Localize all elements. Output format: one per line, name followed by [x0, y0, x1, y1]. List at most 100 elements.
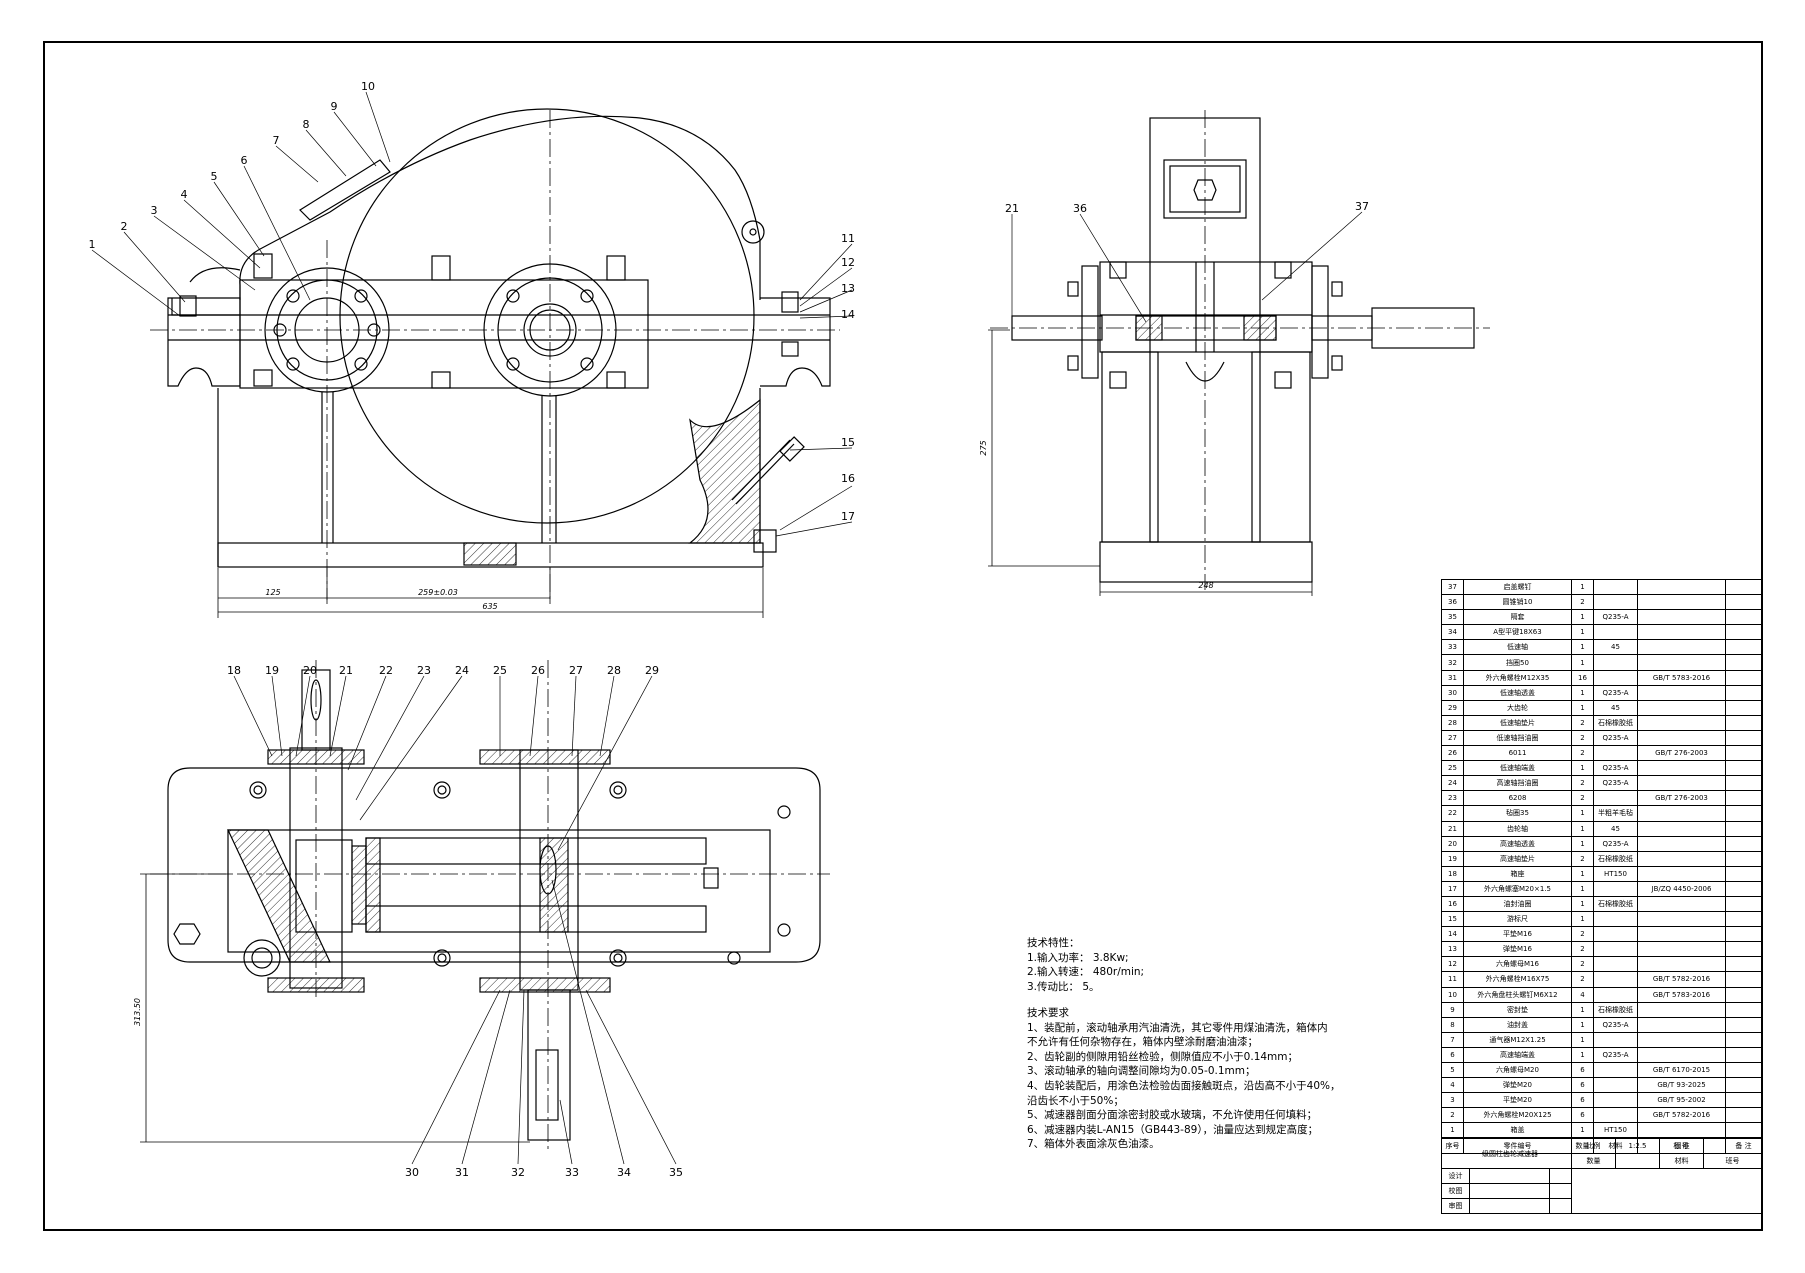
bom-remark: [1725, 956, 1762, 973]
bom-standard: GB/T 276-2003: [1637, 745, 1726, 762]
bom-standard: [1637, 775, 1726, 792]
plan-view-dimensions: [140, 873, 530, 1143]
bom-name: 六角螺母M16: [1463, 956, 1572, 973]
dim-248: 248: [1198, 581, 1213, 590]
drawing-no-label: 图号: [1659, 1138, 1705, 1154]
front-view-leaders: [91, 91, 853, 537]
bom-remark: [1725, 745, 1762, 762]
bom-qty: 6: [1571, 1092, 1594, 1109]
bom-no: 30: [1441, 684, 1464, 701]
bom-name: 弹垫M20: [1463, 1077, 1572, 1094]
drawing-no-value: [1703, 1138, 1763, 1154]
bom-material: [1593, 1031, 1638, 1048]
bom-standard: [1637, 714, 1726, 731]
bom-qty: 2: [1571, 745, 1594, 762]
bom-remark: [1725, 1046, 1762, 1064]
bom-name: 低速轴垫片: [1463, 714, 1572, 731]
bom-qty: 1: [1571, 699, 1594, 716]
bom-standard: GB/T 5782-2016: [1637, 1107, 1726, 1124]
bom-material: HT150: [1593, 1122, 1638, 1139]
dim-259: 259±0.03: [418, 588, 458, 597]
bom-standard: [1637, 1122, 1726, 1139]
bom-name: 油封油圈: [1463, 895, 1572, 913]
bom-no: 9: [1441, 1001, 1464, 1018]
bom-qty: 6: [1571, 1061, 1594, 1079]
bom-no: 2: [1441, 1107, 1464, 1124]
balloon-14: 14: [841, 308, 855, 321]
balloon-29: 29: [645, 664, 659, 677]
dim-275: 275: [979, 440, 988, 455]
bom-standard: [1637, 729, 1726, 747]
bom-no: 28: [1441, 714, 1464, 731]
bom-remark: [1725, 820, 1762, 837]
balloon-20: 20: [303, 664, 317, 677]
balloon-13: 13: [841, 282, 855, 295]
bom-remark: [1725, 1031, 1762, 1048]
bom-remark: [1725, 609, 1762, 626]
title-block: 一级圆柱齿轮减速器 比例 1:2.5 图号 数量 材料 班号 设计 校图 审图: [1440, 1138, 1763, 1214]
balloon-1: 1: [89, 238, 96, 251]
bom-remark: [1725, 1107, 1762, 1124]
dim-125: 125: [265, 588, 280, 597]
bom-remark: [1725, 624, 1762, 641]
bom-standard: [1637, 941, 1726, 958]
bom-standard: [1637, 1046, 1726, 1064]
tech-requirement-line: 7、箱体外表面涂灰色油漆。: [1027, 1138, 1160, 1151]
bom-remark: [1725, 729, 1762, 747]
balloon-18: 18: [227, 664, 241, 677]
bom-qty: 2: [1571, 594, 1594, 611]
balloon-11: 11: [841, 232, 855, 245]
balloon-17: 17: [841, 510, 855, 523]
bom-qty: 1: [1571, 639, 1594, 656]
bom-remark: [1725, 986, 1762, 1003]
bom-qty: 1: [1571, 578, 1594, 596]
bom-qty: 1: [1571, 805, 1594, 822]
bom-no: 18: [1441, 865, 1464, 882]
balloon-side-21: 21: [1005, 202, 1019, 215]
balloon-31: 31: [455, 1166, 469, 1179]
balloon-27: 27: [569, 664, 583, 677]
scale-label: 比例: [1571, 1138, 1617, 1154]
bom-standard: [1637, 578, 1726, 596]
balloon-33: 33: [565, 1166, 579, 1179]
bom-material: [1593, 880, 1638, 897]
bom-material: 45: [1593, 639, 1638, 656]
tech-requirement-line: 6、减速器内装L-AN15（GB443-89），油量应达到规定高度；: [1027, 1123, 1319, 1136]
bom-no: 1: [1441, 1122, 1464, 1139]
bom-standard: GB/T 5783-2016: [1637, 986, 1726, 1003]
bom-no: 21: [1441, 820, 1464, 837]
balloon-24: 24: [455, 664, 469, 677]
balloon-2: 2: [121, 220, 128, 233]
balloon-16: 16: [841, 472, 855, 485]
side-view-dimensions: [988, 329, 1313, 596]
bom-standard: [1637, 820, 1726, 837]
bom-name: 外六角螺塞M20×1.5: [1463, 880, 1572, 897]
bom-material: 半粗羊毛毡: [1593, 805, 1638, 822]
bom-no: 35: [1441, 609, 1464, 626]
bom-remark: [1725, 594, 1762, 611]
bom-remark: [1725, 1077, 1762, 1094]
bom-material: [1593, 654, 1638, 671]
bom-remark: [1725, 971, 1762, 988]
bom-name: 齿轮轴: [1463, 820, 1572, 837]
bom-material: [1593, 745, 1638, 762]
bom-name: 通气器M12X1.25: [1463, 1031, 1572, 1048]
balloon-side-36: 36: [1073, 202, 1087, 215]
bom-no: 26: [1441, 745, 1464, 762]
side-view: [990, 110, 1490, 590]
